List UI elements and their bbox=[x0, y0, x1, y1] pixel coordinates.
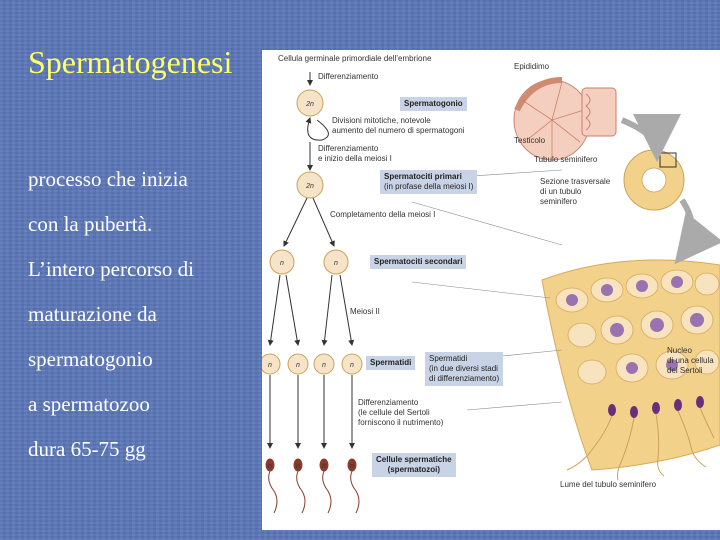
label-line: (le cellule del Sertoli bbox=[358, 408, 430, 417]
label-differentiation-sertoli: Differenziamento (le cellule del Sertoli… bbox=[358, 398, 443, 428]
ploidy-label: n bbox=[296, 463, 300, 470]
box-text: (in due diversi stadi bbox=[429, 364, 498, 373]
label-line: forniscono il nutrimento) bbox=[358, 418, 444, 427]
ploidy-label: n bbox=[350, 362, 354, 369]
box-text: (in profase della meiosi I) bbox=[384, 182, 474, 191]
ploidy-label: 2n bbox=[305, 183, 314, 190]
sertoli-cells bbox=[555, 269, 720, 385]
testis-illustration bbox=[513, 77, 617, 161]
label-line: Divisioni mitotiche, notevole bbox=[332, 116, 431, 125]
zoom-arrow bbox=[674, 198, 720, 265]
leader-line bbox=[466, 401, 563, 411]
body-line: con la pubertà. bbox=[28, 212, 153, 236]
body-line: dura 65-75 gg bbox=[28, 437, 146, 461]
label-line: Nucleo bbox=[667, 346, 692, 355]
box-primary-spermatocytes: Spermatociti primari (in profase della m… bbox=[380, 170, 478, 194]
ploidy-label: n bbox=[280, 260, 284, 267]
spermatozoa bbox=[265, 458, 360, 514]
germ-cell-nuclei bbox=[566, 276, 704, 374]
label-complete-meiosis: Completamento della meiosi I bbox=[330, 210, 436, 219]
ploidy-label: n bbox=[268, 463, 272, 470]
label-tubule-section: Sezione trasversale di un tubulo seminif… bbox=[540, 177, 610, 207]
diagram-graphics: 2n 2n n n n n n n n n n n bbox=[262, 72, 720, 514]
cell-bodies bbox=[262, 89, 363, 375]
box-spermatids-note: Spermatidi (in due diversi stadi di diff… bbox=[425, 352, 504, 386]
ploidy-label: n bbox=[296, 362, 300, 369]
box-text: di differenziamento) bbox=[429, 374, 500, 383]
label-testis: Testicolo bbox=[514, 136, 546, 145]
label-sertoli-nucleus: Nucleo di una cellula del Sertoli bbox=[667, 346, 714, 376]
box-spermatogonium: Spermatogonio bbox=[400, 97, 467, 111]
box-text: Spermatociti primari bbox=[384, 172, 462, 181]
box-text: Cellule spermatiche bbox=[376, 455, 452, 464]
label-epididymis: Epididimo bbox=[514, 62, 550, 71]
label-line: Differenziamento bbox=[318, 144, 379, 153]
box-text: Spermatociti secondari bbox=[374, 257, 463, 266]
slide-title: Spermatogenesi bbox=[28, 44, 233, 80]
ploidy-label: 2n bbox=[305, 101, 314, 108]
spermatogenesis-figure: 2n 2n n n n n n n n n n n Cellula germin… bbox=[262, 50, 720, 530]
box-sperm-cells: Cellule spermatiche (spermatozoi) bbox=[372, 453, 456, 477]
body-line: L’intero percorso di bbox=[28, 257, 195, 281]
label-mitotic-divisions: Divisioni mitotiche, notevole aumento de… bbox=[332, 116, 465, 136]
label-line: Differenziamento bbox=[358, 398, 419, 407]
label-line: aumento del numero di spermatogoni bbox=[332, 126, 465, 135]
lineage-arrows bbox=[267, 72, 355, 449]
leader-line bbox=[411, 201, 563, 246]
box-secondary-spermatocytes: Spermatociti secondari bbox=[370, 255, 467, 269]
zoom-arrow bbox=[620, 113, 681, 162]
leader-line bbox=[411, 281, 551, 299]
ploidy-label: n bbox=[322, 463, 326, 470]
ploidy-label: n bbox=[350, 463, 354, 470]
label-line: di un tubulo bbox=[540, 187, 582, 196]
maturing-spermatids bbox=[608, 396, 704, 418]
body-line: a spermatozoo bbox=[28, 392, 150, 416]
label-line: seminifero bbox=[540, 197, 577, 206]
box-spermatids: Spermatidi bbox=[366, 356, 416, 370]
label-seminiferous-tubule: Tubulo seminifero bbox=[534, 155, 598, 164]
tubule-section-illustration bbox=[623, 149, 685, 211]
label-line: di una cellula bbox=[667, 356, 714, 365]
body-line: spermatogonio bbox=[28, 347, 153, 371]
box-text: Spermatidi bbox=[370, 358, 412, 367]
label-tubule-lumen: Lume del tubulo seminifero bbox=[560, 480, 657, 489]
ploidy-label: n bbox=[268, 362, 272, 369]
label-differentiation-meiosis: Differenziamento e inizio della meiosi I bbox=[318, 144, 392, 164]
body-line: processo che inizia bbox=[28, 167, 188, 191]
box-text: Spermatidi bbox=[429, 354, 468, 363]
box-text: (spermatozoi) bbox=[387, 465, 441, 474]
slide-body: processo che inizia con la pubertà. L’in… bbox=[28, 166, 263, 481]
label-meiosis-two: Meiosi II bbox=[350, 307, 380, 316]
label-differentiation: Differenziamento bbox=[318, 72, 379, 81]
body-line: maturazione da bbox=[28, 302, 157, 326]
label-line: Sezione trasversale bbox=[540, 177, 611, 186]
box-text: Spermatogonio bbox=[404, 99, 463, 108]
sperm-tails-in-lumen bbox=[566, 407, 715, 481]
label-line: del Sertoli bbox=[667, 366, 703, 375]
ploidy-label: n bbox=[322, 362, 326, 369]
ploidy-label: n bbox=[334, 260, 338, 267]
label-line: e inizio della meiosi I bbox=[318, 154, 392, 163]
label-primordial-cell: Cellula germinale primordiale dell’embri… bbox=[278, 54, 432, 63]
